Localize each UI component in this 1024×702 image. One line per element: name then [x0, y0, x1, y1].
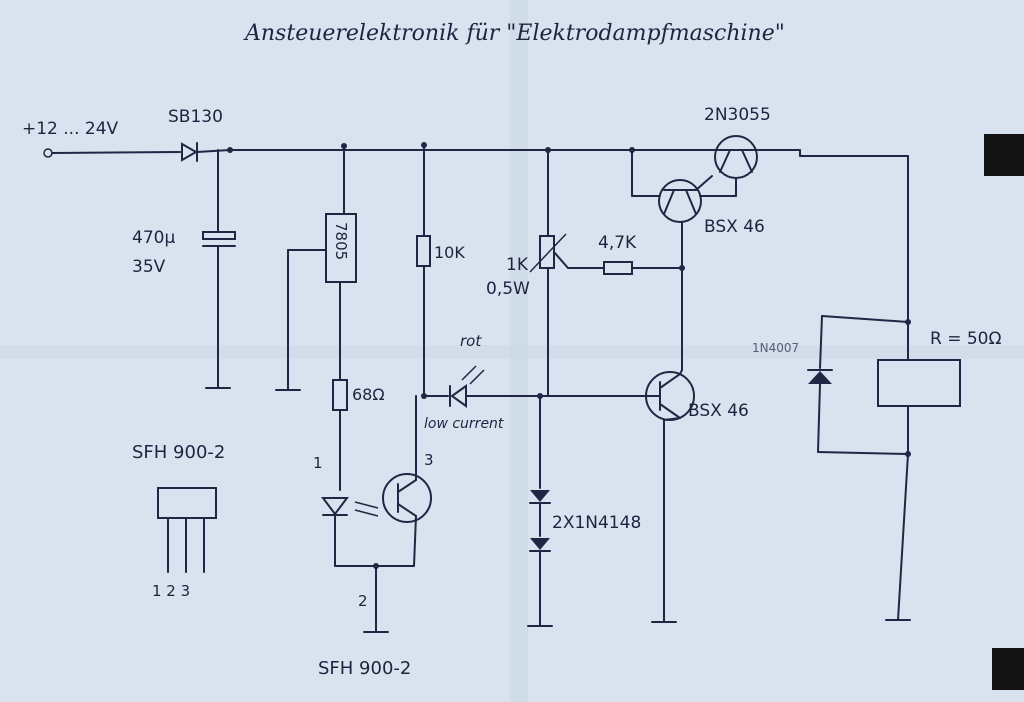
supply-rail: [43, 142, 909, 162]
diode-sb130-label: SB130: [168, 107, 223, 127]
sensor-pinout-label: 1 2 3: [152, 582, 190, 600]
resistor-10k-label: 10K: [434, 243, 465, 262]
resistor-68: [332, 379, 348, 491]
red-led: [423, 365, 661, 408]
diodes-1n4148: [527, 395, 553, 627]
pot-power-label: 0,5W: [486, 279, 530, 299]
binder-clip-top: [984, 134, 1024, 176]
flyback-label: 1N4007: [752, 341, 799, 355]
relay-coil: [877, 155, 961, 621]
sensor-bottom-label: SFH 900-2: [318, 658, 411, 679]
pin1-label: 1: [313, 454, 323, 472]
page-title: Ansteuerelektronik für "Elektrodampfmasc…: [243, 21, 785, 46]
paper-fold-vertical: [510, 0, 528, 702]
regulator-7805: [275, 145, 357, 391]
flyback-diode: [807, 315, 909, 455]
paper-fold-horizontal: [0, 345, 1024, 359]
relay-label: R = 50Ω: [930, 329, 1002, 349]
resistor-4k7-label: 4,7K: [598, 233, 637, 253]
power-transistor: [699, 135, 758, 197]
resistor-68-label: 68Ω: [352, 385, 385, 404]
switch-transistor-label: BSX 46: [688, 401, 749, 421]
pot-value-label: 1K: [506, 255, 529, 275]
regulator-label: 7805: [332, 222, 350, 260]
driver-transistor: [631, 149, 713, 371]
phototransistor: [363, 395, 432, 633]
resistor-4k7: [567, 261, 685, 275]
led-color-label: rot: [460, 332, 482, 350]
binder-clip-bottom: [992, 648, 1024, 690]
capacitor-470u: [202, 149, 236, 389]
supply-voltage-label: +12 ... 24V: [22, 119, 119, 139]
pin3-label: 3: [424, 451, 434, 469]
pin2-label: 2: [358, 592, 368, 610]
resistor-10k: [416, 144, 431, 399]
capacitor-value-label: 470µ: [132, 228, 175, 248]
diodes-label: 2X1N4148: [552, 513, 641, 533]
switch-transistor: [645, 369, 695, 623]
power-transistor-label: 2N3055: [704, 105, 771, 125]
led-type-label: low current: [424, 416, 504, 432]
potentiometer-1k: [529, 149, 569, 397]
sensor-top-label: SFH 900-2: [132, 442, 225, 463]
driver-transistor-label: BSX 46: [704, 217, 765, 237]
capacitor-voltage-label: 35V: [132, 257, 166, 277]
sensor-package: [157, 487, 217, 573]
